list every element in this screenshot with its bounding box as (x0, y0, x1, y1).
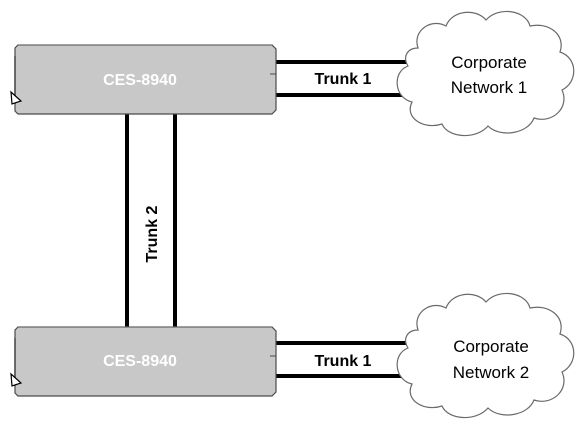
trunk-1-top-label: Trunk 1 (315, 71, 372, 88)
cloud-corporate-network-2: Corporate Network 2 (396, 292, 575, 419)
cloud-icon (396, 10, 575, 137)
trunk-1-bottom-label: Trunk 1 (315, 353, 372, 370)
trunk-2-label: Trunk 2 (144, 205, 161, 262)
ces-8940-device-bottom: CES-8940 (10, 326, 277, 397)
handle-icon (10, 90, 23, 105)
ces-8940-device-top: CES-8940 (10, 44, 277, 115)
cloud-1-line1: Corporate (451, 53, 527, 72)
cloud-2-line2: Network 2 (453, 363, 530, 382)
cloud-corporate-network-1: Corporate Network 1 (396, 10, 575, 137)
cloud-1-line2: Network 1 (451, 78, 528, 97)
handle-icon (10, 372, 23, 387)
cloud-2-line1: Corporate (453, 337, 529, 356)
device-label-bottom: CES-8940 (103, 353, 177, 370)
device-label-top: CES-8940 (103, 72, 177, 89)
cloud-icon (396, 292, 575, 419)
